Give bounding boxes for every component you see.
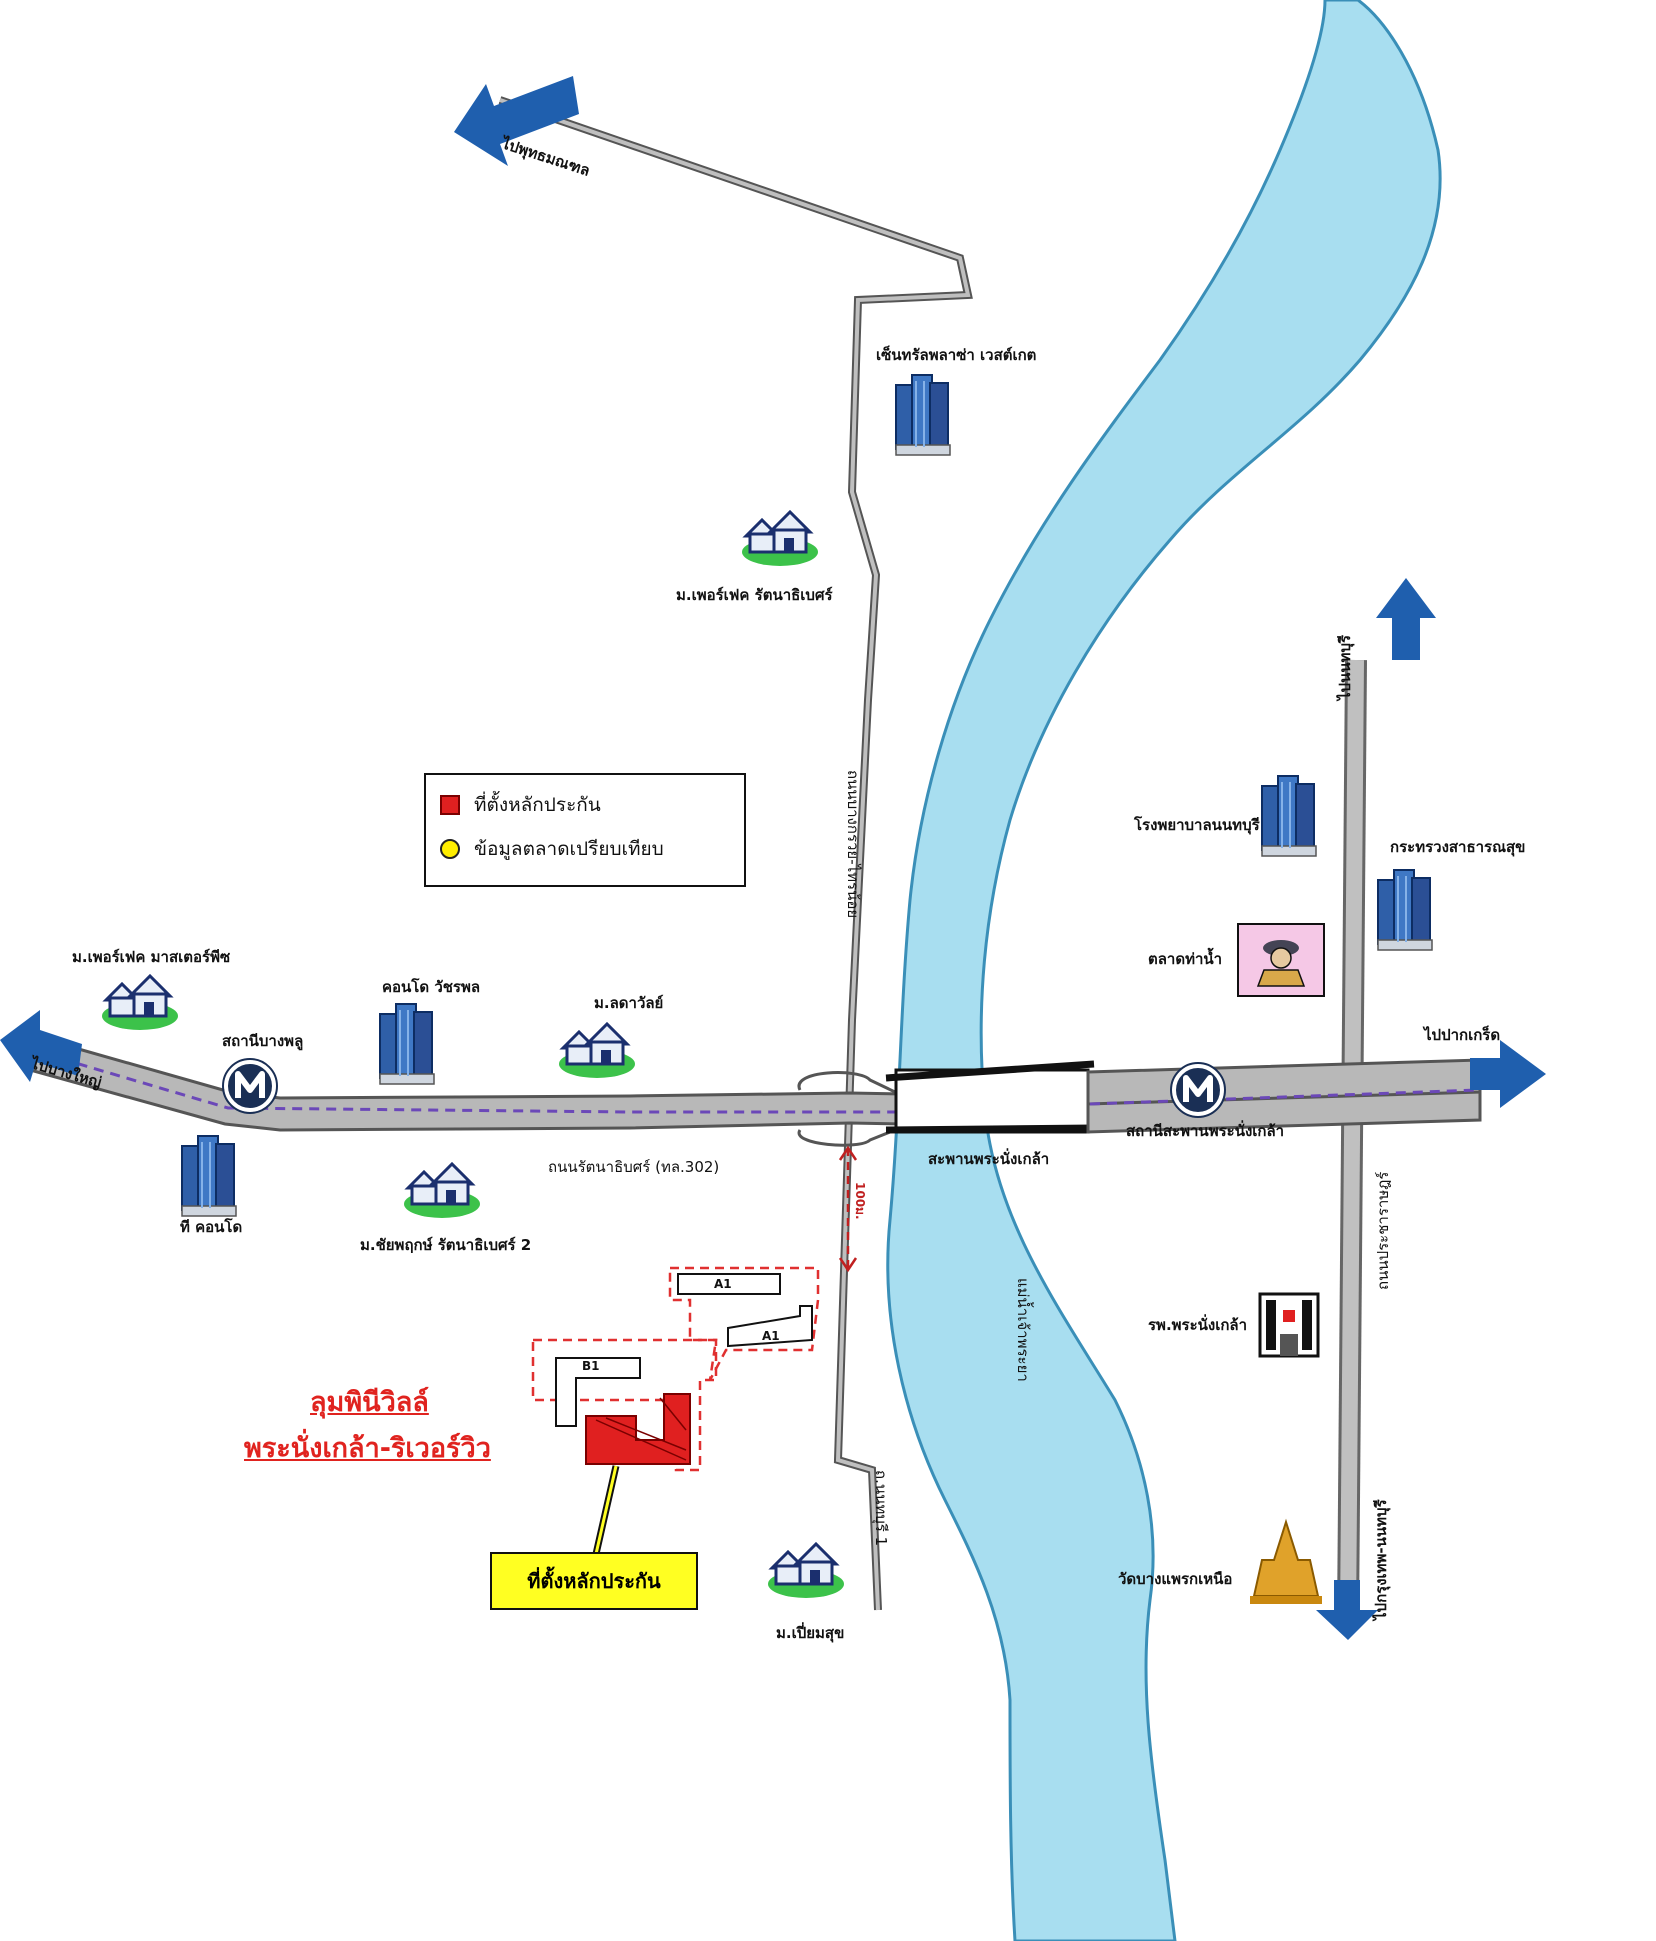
building-icon: [895, 374, 951, 456]
building-icon: [1261, 775, 1317, 857]
label-block-b1: B1: [582, 1359, 600, 1373]
direction-pak-kret: ไปปากเกร็ด: [1424, 1026, 1501, 1044]
label-hospital: โรงพยาบาลนนทบุรี: [1134, 816, 1260, 834]
hospital-icon: [1258, 1292, 1320, 1358]
temple-icon: [1250, 1518, 1322, 1604]
label-perfect-masterpiece: ม.เพอร์เฟค มาสเตอร์พีซ: [72, 948, 231, 966]
label-perfect-rattanathibet: ม.เพอร์เฟค รัตนาธิเบศร์: [676, 586, 833, 604]
road-pracharat: ถนนประชาราษฎร์: [1374, 1171, 1392, 1290]
block-a1-north: [677, 1273, 781, 1295]
arrow-to-pak-kret: [1470, 1040, 1546, 1108]
river-label: แม่น้ำเจ้าพระยา: [1014, 1278, 1032, 1382]
label-tee-condo: ที คอนโด: [180, 1218, 243, 1236]
arrow-south-east: [1316, 1580, 1378, 1640]
label-market: ตลาดท่าน้ำ: [1148, 950, 1223, 968]
label-block-a1b: A1: [762, 1329, 780, 1343]
house-icon: [100, 974, 180, 1032]
phra-nang-klao-bridge: [894, 1068, 1090, 1134]
map-legend: ที่ตั้งหลักประกัน ข้อมูลตลาดเปรียบเทียบ: [424, 773, 746, 887]
metro-m-icon: [223, 1059, 277, 1113]
label-ladawan: ม.ลดาวัลย์: [594, 994, 664, 1012]
collateral-callout: ที่ตั้งหลักประกัน: [490, 1552, 698, 1610]
legend-market: ข้อมูลตลาดเปรียบเทียบ: [440, 835, 664, 863]
house-icon: [402, 1162, 482, 1220]
metro-m-icon: [1171, 1063, 1225, 1117]
house-icon: [557, 1022, 637, 1080]
label-chaiyapruek: ม.ชัยพฤกษ์ รัตนาธิเบศร์ 2: [360, 1236, 532, 1254]
legend-collateral-label: ที่ตั้งหลักประกัน: [474, 794, 601, 816]
arrow-bang-yai: [0, 1010, 82, 1082]
building-icon: [1377, 869, 1433, 951]
direction-krungthep: ไปกรุงเทพ-นนทบุรี: [1372, 1499, 1390, 1620]
house-icon: [766, 1542, 846, 1600]
building-icon: [181, 1135, 237, 1217]
label-ministry: กระทรวงสาธารณสุข: [1390, 838, 1526, 856]
road-soi: ถ.นนทบุรี 1: [872, 1470, 890, 1547]
arrow-north-east: [1376, 578, 1436, 660]
label-temple: วัดบางแพรกเหนือ: [1118, 1570, 1233, 1588]
distance-label: 100ม.: [853, 1182, 867, 1220]
river: [886, 0, 1442, 1941]
project-name-line1: ลุมพินีวิลล์: [310, 1387, 429, 1418]
building-icon: [379, 1003, 435, 1085]
collateral-swatch: [440, 795, 460, 815]
label-piamsuk: ม.เปี่ยมสุข: [776, 1624, 845, 1642]
arrow-to-phutthamonthon: [454, 76, 579, 166]
block-b1: [555, 1357, 641, 1427]
label-bridge: สะพานพระนั่งเกล้า: [928, 1150, 1050, 1168]
direction-nonthaburi: ไปนนทบุรี: [1336, 634, 1354, 700]
market-icon: [1237, 923, 1325, 997]
label-station-east: สถานีสะพานพระนั่งเกล้า: [1126, 1122, 1285, 1140]
project-name-line2: พระนั่งเกล้า-ริเวอร์วิว: [244, 1433, 491, 1464]
road-rattanathibet: ถนนรัตนาธิบศร์ (ทล.302): [548, 1158, 720, 1176]
label-block-a1: A1: [714, 1277, 732, 1291]
road-bang-kruai: ถนนบางกรวย-ไทรน้อย: [844, 770, 862, 919]
market-swatch: [440, 839, 460, 859]
label-nangklao-hospital: รพ.พระนั่งเกล้า: [1148, 1316, 1248, 1334]
legend-market-label: ข้อมูลตลาดเปรียบเทียบ: [474, 838, 664, 860]
collateral-building: [585, 1393, 691, 1465]
label-station-west: สถานีบางพลู: [222, 1032, 304, 1050]
label-central-westgate: เซ็นทรัลพลาซ่า เวสต์เกต: [876, 346, 1037, 364]
house-icon: [740, 510, 820, 568]
label-condo: คอนโด วัชรพล: [382, 978, 481, 996]
block-a1-south: [727, 1305, 813, 1348]
legend-collateral: ที่ตั้งหลักประกัน: [440, 791, 601, 819]
